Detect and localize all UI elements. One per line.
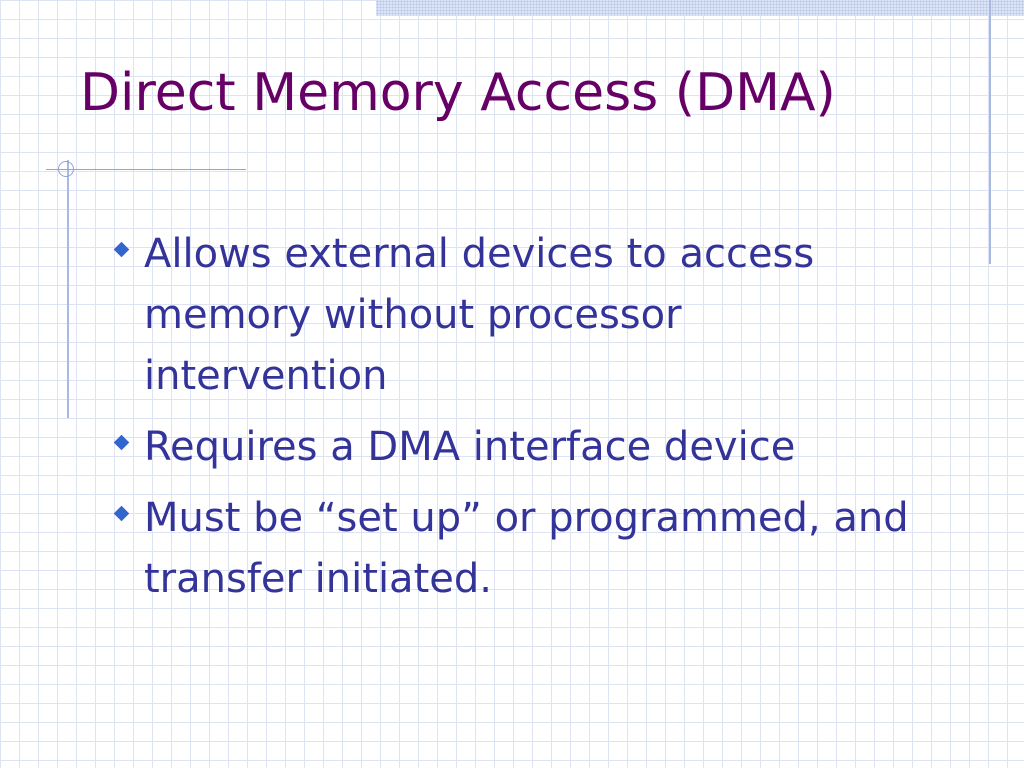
decorative-left-line [67,160,69,418]
bullet-item: Must be “set up” or programmed, and tran… [108,488,918,610]
bullet-item: Allows external devices to access memory… [108,224,918,407]
bullet-text: Must be “set up” or programmed, and tran… [144,495,909,602]
decorative-top-band [376,0,1024,16]
diamond-bullet-icon [113,505,130,522]
bullet-list: Allows external devices to access memory… [108,224,918,620]
bullet-text: Requires a DMA interface device [144,424,796,470]
bullet-item: Requires a DMA interface device [108,417,918,478]
decorative-right-line [989,0,991,264]
diamond-bullet-icon [113,241,130,258]
slide-title: Direct Memory Access (DMA) [80,63,836,123]
title-underline [46,169,246,170]
bullet-text: Allows external devices to access memory… [144,231,815,399]
decorative-ring-icon [58,161,74,177]
diamond-bullet-icon [113,434,130,451]
